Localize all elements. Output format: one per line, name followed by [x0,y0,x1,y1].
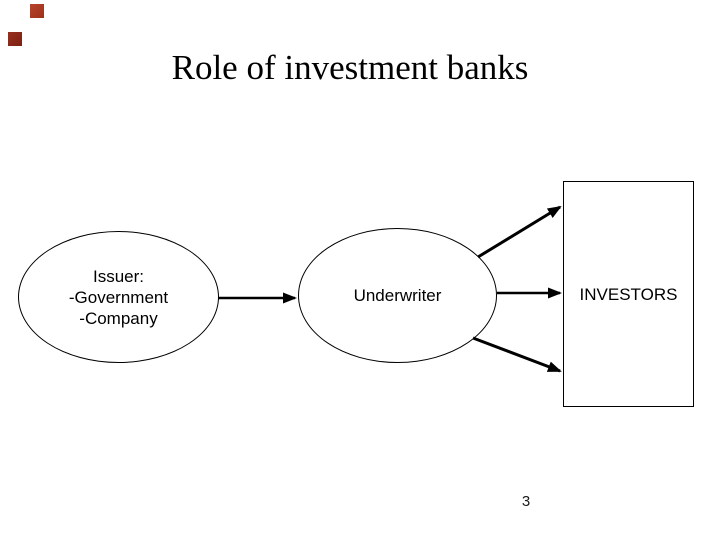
template-decor-square-bottom [8,32,22,46]
template-decor-square-top [30,4,44,18]
underwriter-ellipse: Underwriter [298,228,497,363]
arrow-underwriter-to-investors-top [477,205,562,259]
issuer-label-line2: -Government [68,287,169,307]
investors-label: INVESTORS [579,284,678,304]
slide-page-number: 3 [521,493,531,510]
issuer-label-line1: Issuer: [92,266,144,286]
issuer-label-line3: -Company [79,308,158,328]
arrow-underwriter-to-investors-bottom [472,336,562,373]
issuer-ellipse: Issuer: -Government -Company [18,231,219,363]
underwriter-label: Underwriter [353,286,442,305]
slide-title: Role of investment banks [171,48,529,87]
investors-rectangle: INVESTORS [563,181,694,407]
issuer-label: Issuer: -Government -Company [69,266,168,329]
